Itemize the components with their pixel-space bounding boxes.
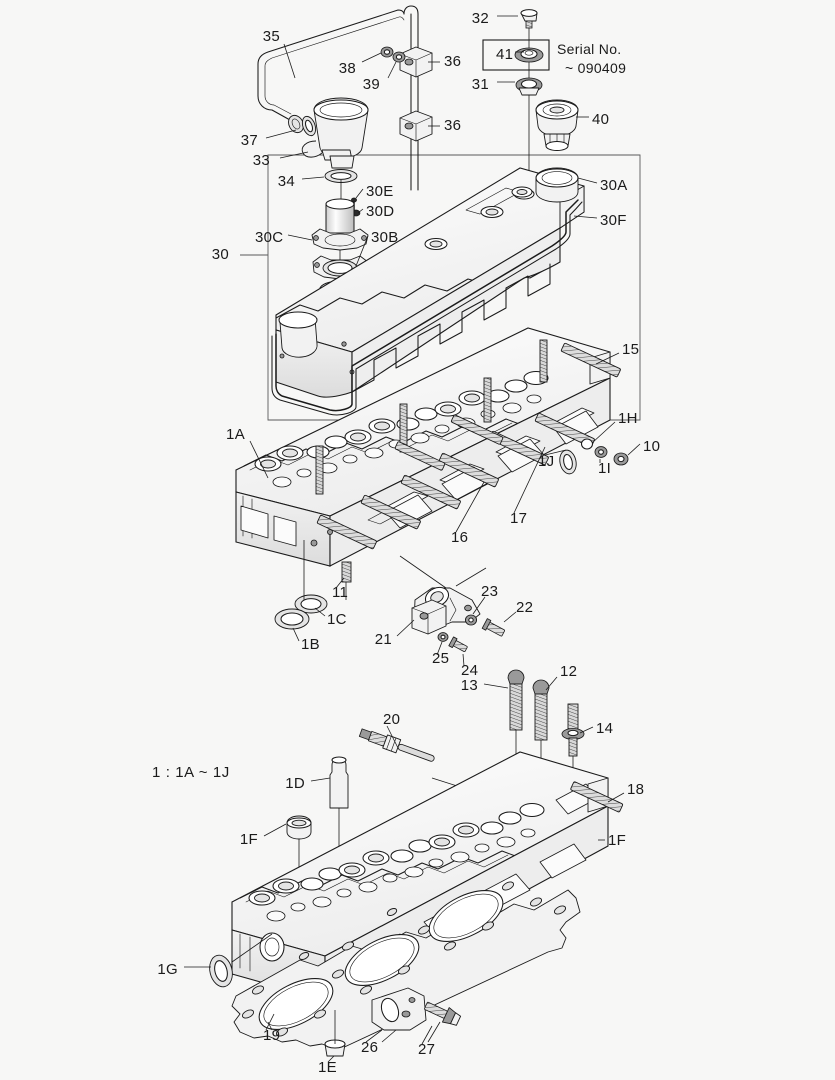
- callout-23: 23: [481, 583, 499, 600]
- seal-1G: [209, 933, 273, 988]
- callout-40: 40: [592, 111, 610, 128]
- callout-1j: 1J: [538, 453, 555, 470]
- callout-30b: 30B: [371, 229, 399, 246]
- group-30-bracket: [240, 154, 641, 421]
- serial-no-text: Serial No. ~ 090409: [557, 41, 627, 76]
- callout-1c: 1C: [327, 611, 347, 628]
- plug-1E: [324, 1010, 346, 1057]
- callout-27: 27: [418, 1041, 436, 1058]
- callout-18: 18: [627, 781, 645, 798]
- dowel-and-seals: [274, 540, 352, 630]
- callout-30d: 30D: [366, 203, 395, 220]
- cover-plate-26: [371, 987, 462, 1043]
- callout-30a: 30A: [600, 177, 628, 194]
- callout-36: 36: [444, 53, 462, 70]
- valve-cover-body: [271, 167, 585, 416]
- callout-13: 13: [460, 677, 478, 694]
- callout-1a: 1A: [226, 426, 245, 443]
- callout-30c: 30C: [255, 229, 284, 246]
- horizontal-studs: [316, 342, 621, 550]
- thermostat-housing-bracket: [399, 555, 505, 652]
- callout-24: 24: [461, 662, 479, 679]
- callout-10: 10: [643, 438, 661, 455]
- callout-11: 11: [332, 584, 349, 601]
- callout-41: 41: [496, 46, 514, 63]
- callout-26: 26: [361, 1039, 379, 1056]
- callout-1e: 1E: [318, 1059, 337, 1076]
- callout-34: 34: [277, 173, 295, 190]
- callout-33: 33: [252, 152, 270, 169]
- callout-1b: 1B: [301, 636, 320, 653]
- callout-1g: 1G: [157, 961, 178, 978]
- callout-30: 30: [211, 246, 229, 263]
- callout-39: 39: [362, 76, 380, 93]
- callout-1i: 1I: [598, 460, 612, 477]
- callout-25: 25: [432, 650, 450, 667]
- callout-30f: 30F: [600, 212, 627, 229]
- callout-14: 14: [596, 720, 614, 737]
- callout-20: 20: [383, 711, 401, 728]
- callout-22: 22: [516, 599, 534, 616]
- leader-lines: [184, 15, 641, 1063]
- callout-31: 31: [471, 76, 489, 93]
- callout-1f: 1F: [239, 831, 258, 848]
- callout-1h: 1H: [618, 410, 638, 427]
- callout-21: 21: [374, 631, 392, 648]
- oil-filler-neck-assembly: [301, 97, 369, 208]
- callout-15: 15: [622, 341, 640, 358]
- callout-38: 38: [338, 60, 356, 77]
- breather-hose-assembly: [257, 5, 433, 191]
- legend-text: 1 : 1A ~ 1J: [152, 764, 230, 781]
- callout-32: 32: [471, 10, 489, 27]
- callout-17: 17: [510, 510, 528, 527]
- callout-30e: 30E: [366, 183, 394, 200]
- callout-16: 16: [451, 529, 469, 546]
- serial-no-box: [482, 39, 550, 71]
- callout-35: 35: [262, 28, 280, 45]
- callout-36: 36: [444, 117, 462, 134]
- oil-filler-cap-assembly: [514, 9, 579, 175]
- stud-hardware: [559, 438, 629, 475]
- callout-12: 12: [560, 663, 578, 680]
- callout-1f: 1F: [608, 832, 627, 849]
- callout-37: 37: [240, 132, 258, 149]
- head-gasket: [231, 881, 581, 1051]
- callout-19: 19: [263, 1027, 281, 1044]
- callout-1d: 1D: [285, 775, 305, 792]
